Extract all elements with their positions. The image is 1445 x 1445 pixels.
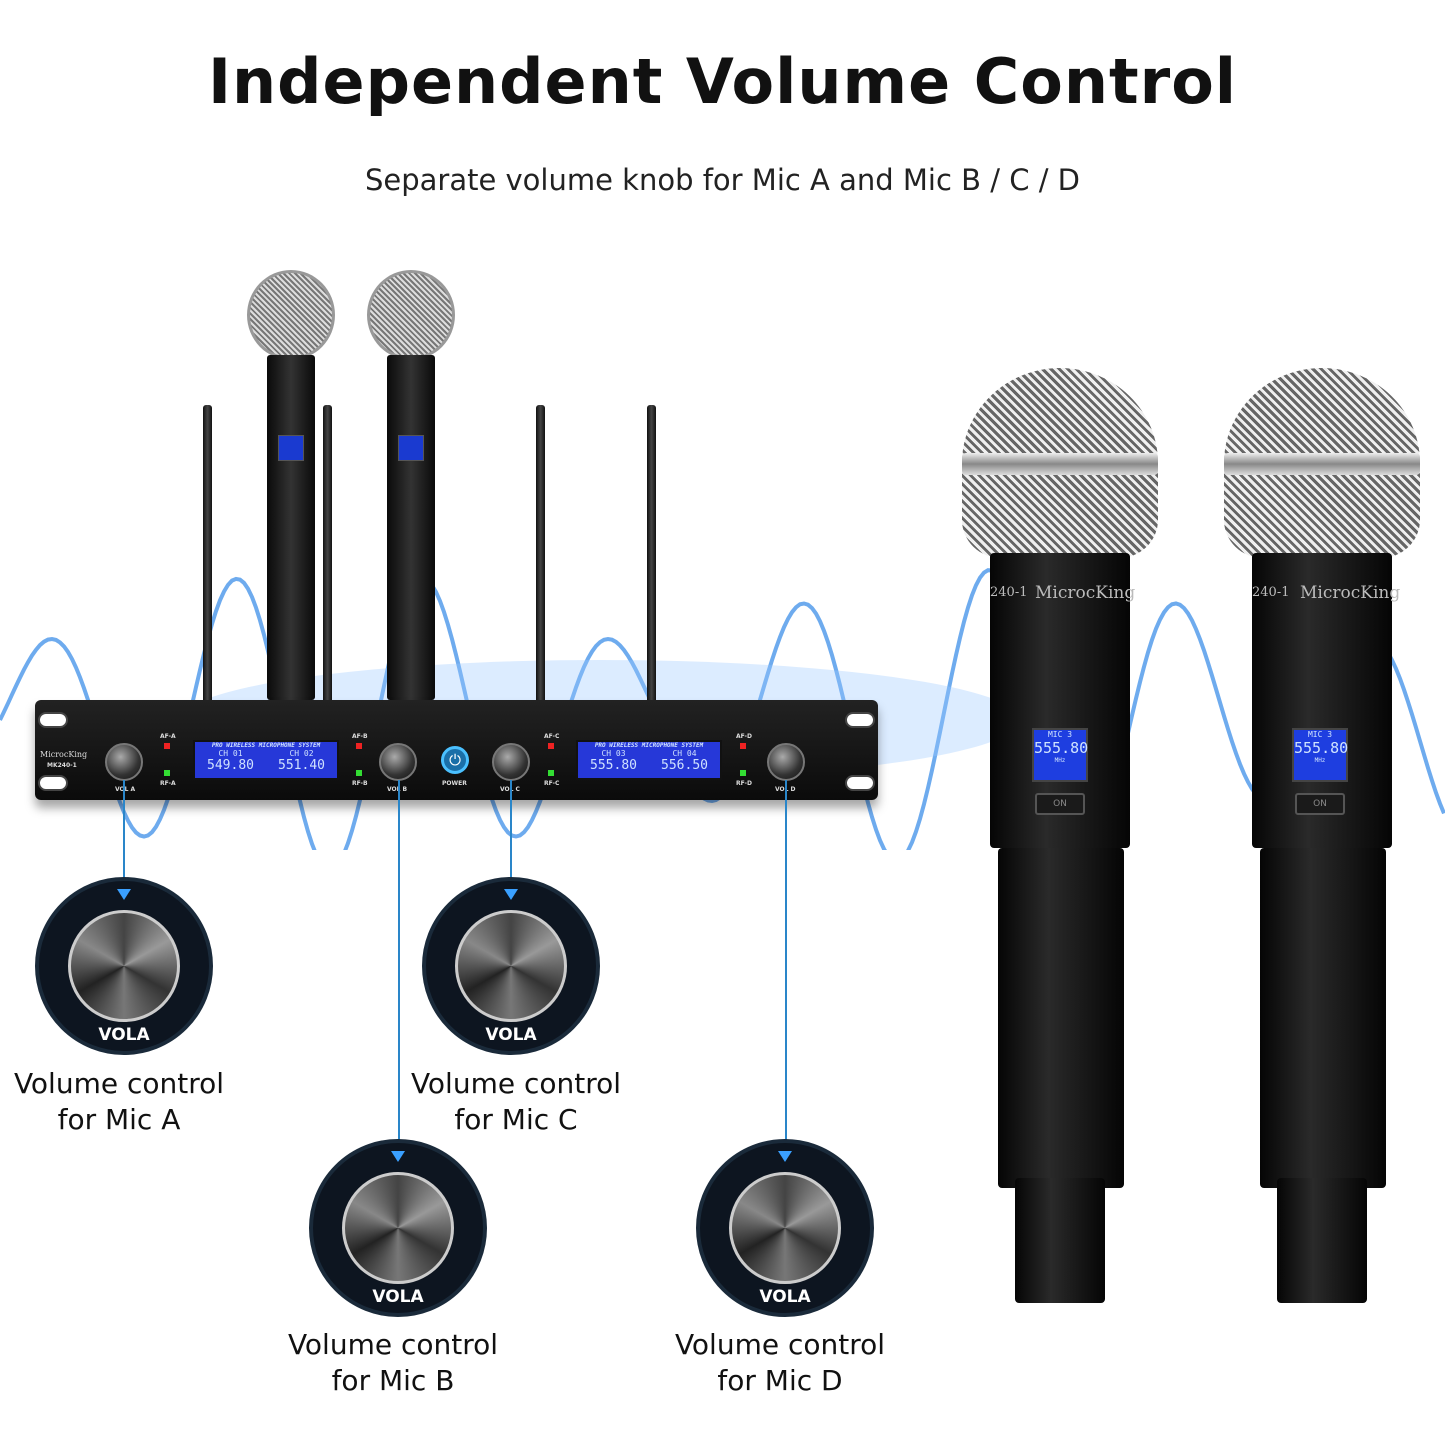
mic-brand: MicrocKing xyxy=(1035,583,1136,603)
lcd-tag: MIC 3 xyxy=(1307,730,1333,739)
volume-knob-c[interactable] xyxy=(492,743,530,781)
power-switch[interactable]: ON xyxy=(1035,793,1085,815)
page-subtitle: Separate volume knob for Mic A and Mic B… xyxy=(364,163,1081,197)
volume-knob-closeup-b: VOLA xyxy=(309,1139,487,1317)
af-b-label: AF-B xyxy=(352,733,368,740)
af-c-label: AF-C xyxy=(544,733,560,740)
lcd-frequency: 555.80 xyxy=(1294,739,1349,757)
volume-knob-d[interactable] xyxy=(767,743,805,781)
channel-label: CH 03 xyxy=(601,749,626,758)
knob-label: VOLA xyxy=(759,1287,811,1307)
caption-line: for Mic A xyxy=(57,1103,181,1136)
channel-label: CH 04 xyxy=(672,749,697,758)
volume-knob-a[interactable] xyxy=(105,743,143,781)
indicator-triangle-icon xyxy=(504,889,518,900)
mic-lcd xyxy=(398,435,424,461)
rack-ear-hole xyxy=(845,712,875,728)
af-b-led xyxy=(356,743,362,749)
indicator-triangle-icon xyxy=(391,1151,405,1162)
channel-label: CH 02 xyxy=(289,749,314,758)
knob-label: VOLA xyxy=(98,1025,150,1045)
lcd-header: PRO WIRELESS MICROPHONE SYSTEM xyxy=(211,742,321,749)
callout-line-a xyxy=(123,780,125,880)
af-c-led xyxy=(548,743,554,749)
brand-logo: MicrocKing xyxy=(40,750,88,759)
caption-line: for Mic C xyxy=(454,1103,578,1136)
small-microphone-a xyxy=(247,270,335,700)
antenna xyxy=(647,405,656,705)
lcd-display-cd: PRO WIRELESS MICROPHONE SYSTEM CH 03 CH 0… xyxy=(576,740,722,780)
knob-label: VOLA xyxy=(485,1025,537,1045)
power-button[interactable]: ⏻ xyxy=(441,746,469,774)
rf-d-label: RF-D xyxy=(736,780,753,787)
callout-line-d xyxy=(785,780,787,1140)
small-microphone-b xyxy=(367,270,455,700)
callout-line-c xyxy=(510,780,512,880)
antenna xyxy=(536,405,545,705)
power-label: POWER xyxy=(442,780,467,787)
mic-model: 240-1 xyxy=(990,585,1028,600)
vol-c-label: VOL C xyxy=(500,786,520,793)
caption-line: for Mic D xyxy=(717,1364,843,1397)
rf-b-label: RF-B xyxy=(352,780,368,787)
caption-line: Volume control xyxy=(410,1067,622,1100)
rf-d-led xyxy=(740,770,746,776)
af-d-label: AF-D xyxy=(736,733,753,740)
channel-label: CH 01 xyxy=(218,749,243,758)
volume-knob-closeup-a: VOLA xyxy=(35,877,213,1055)
rf-a-led xyxy=(164,770,170,776)
volume-knob-closeup-d: VOLA xyxy=(696,1139,874,1317)
caption-line: Volume control xyxy=(674,1328,886,1361)
lcd-tag: MIC 3 xyxy=(1047,730,1073,739)
frequency: 556.50 xyxy=(661,758,708,773)
mic-model: 240-1 xyxy=(1252,585,1290,600)
rf-c-led xyxy=(548,770,554,776)
rf-c-label: RF-C xyxy=(544,780,560,787)
lcd-unit: MHz xyxy=(1054,757,1066,764)
model-label: MK240-1 xyxy=(47,762,77,769)
receiver-unit: MicrocKing MK240-1 VOL A AF-A RF-A PRO W… xyxy=(35,700,878,800)
af-a-label: AF-A xyxy=(160,733,176,740)
volume-knob-closeup-c: VOLA xyxy=(422,877,600,1055)
indicator-triangle-icon xyxy=(117,889,131,900)
antenna xyxy=(203,405,212,705)
af-a-led xyxy=(164,743,170,749)
rack-ear-hole xyxy=(38,775,68,791)
frequency: 551.40 xyxy=(278,758,325,773)
mic-brand: MicrocKing xyxy=(1300,583,1401,603)
caption-line: Volume control xyxy=(13,1067,225,1100)
lcd-unit: MHz xyxy=(1314,757,1326,764)
rack-ear-hole xyxy=(38,712,68,728)
page-title: Independent Volume Control xyxy=(207,45,1238,118)
frequency: 555.80 xyxy=(590,758,637,773)
rack-ear-hole xyxy=(845,775,875,791)
callout-line-b xyxy=(398,780,400,1140)
power-switch[interactable]: ON xyxy=(1295,793,1345,815)
lcd-header: PRO WIRELESS MICROPHONE SYSTEM xyxy=(594,742,704,749)
volume-knob-b[interactable] xyxy=(379,743,417,781)
lcd-display-ab: PRO WIRELESS MICROPHONE SYSTEM CH 01 CH 0… xyxy=(193,740,339,780)
antenna xyxy=(323,405,332,705)
frequency: 549.80 xyxy=(207,758,254,773)
power-icon: ⏻ xyxy=(449,751,461,769)
lcd-frequency: 555.80 xyxy=(1034,739,1089,757)
af-d-led xyxy=(740,743,746,749)
vol-a-label: VOL A xyxy=(115,786,136,793)
rf-a-label: RF-A xyxy=(160,780,176,787)
vol-b-label: VOL B xyxy=(387,786,408,793)
caption-line: for Mic B xyxy=(331,1364,455,1397)
indicator-triangle-icon xyxy=(778,1151,792,1162)
knob-label: VOLA xyxy=(372,1287,424,1307)
rf-b-led xyxy=(356,770,362,776)
caption-line: Volume control xyxy=(287,1328,499,1361)
mic-lcd xyxy=(278,435,304,461)
